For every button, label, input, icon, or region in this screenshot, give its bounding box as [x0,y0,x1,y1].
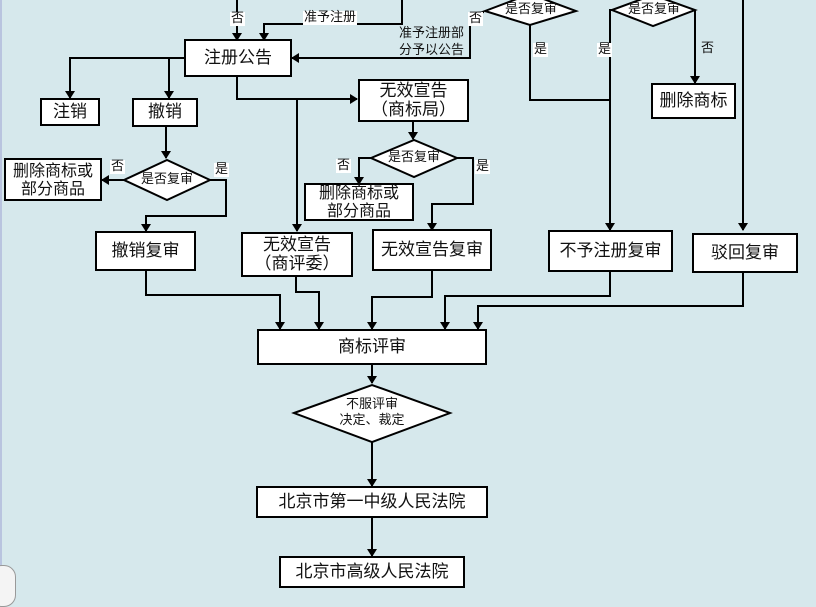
node-rejection-review: 驳回复审 [692,233,798,273]
edge-label-yes-invalid: 是 [475,159,491,174]
node-revoke: 撤销 [132,98,198,127]
edge-refusal-review-to-tr [440,272,611,330]
edge-label-yes-top-2: 是 [597,42,613,57]
edge-register-to-revoke [164,57,184,99]
node-refusal-review: 不予注册复审 [548,230,673,272]
node-invalid-review: 无效宣告复审 [372,229,492,271]
node-delete-partial-mid: 删除商标或 部分商品 [304,183,414,221]
node-beijing-high-court: 北京市高级人民法院 [279,556,465,588]
edge-label-no-top-right: 否 [701,41,715,56]
node-trademark-review: 商标评审 [257,329,487,365]
edge-revoke-yes [141,179,227,232]
edge-register-to-invalid-office [236,77,358,104]
edge-label-approve-register: 准予注册 [303,10,358,25]
edge-top1-yes [529,25,610,101]
node-cancel: 注销 [40,98,100,126]
edge-label-no-top-left: 否 [230,11,246,26]
node-invalid-office: 无效宣告 （商标局） [358,79,469,122]
decision-top-2-label: 是否复审 [627,2,680,17]
node-delete-trademark: 删除商标 [651,83,736,119]
edge-revoke-review-to-tr [145,270,285,330]
window-corner-decoration [0,565,16,607]
edge-invalid-office-yes [427,157,474,231]
edge-rejection-review-to-tr [473,272,744,330]
node-delete-partial-left: 删除商标或 部分商品 [4,158,102,201]
edge-invalid-office-no [354,157,371,185]
edge-label-yes-revoke: 是 [214,162,230,177]
edge-invalid-review-to-tr [367,270,433,330]
edge-label-no-top-mid: 否 [468,11,484,26]
decision-revoke-label: 是否复审 [140,172,193,187]
node-register-announce: 注册公告 [184,39,292,77]
decision-diamond-revoke [121,158,213,202]
node-revoke-review: 撤销复审 [95,231,196,271]
node-beijing-first-court: 北京市第一中级人民法院 [256,486,488,518]
edge-register-to-cancel [65,57,184,99]
decision-diamond-top-2 [609,0,698,28]
edge-label-approve-partial: 准予注册部 分予以公告 [399,26,465,58]
edge-label-yes-top-1: 是 [533,42,549,57]
node-invalid-board: 无效宣告 （商评委） [241,232,353,277]
decision-dissatisfied-label: 不服评审 决定、裁定 [339,397,405,428]
flowchart-canvas: 注册公告 注销 撤销 删除商标或 部分商品 撤销复审 无效宣告 （商标局） 删除… [0,0,798,607]
edge-label-no-revoke: 否 [110,159,126,174]
decision-diamond-top-1 [481,0,580,27]
window-left-edge [0,0,2,588]
decision-diamond-dissatisfied [291,383,453,444]
edge-label-no-invalid: 否 [336,158,352,173]
edge-invalid-board-to-tr [295,276,324,330]
decision-diamond-invalid-office [368,138,460,179]
edge-partial-to-register [291,14,471,63]
decision-top-1-label: 是否复审 [504,2,557,17]
connector-layer [65,0,748,557]
decision-invalid-office-label: 是否复审 [387,150,440,165]
